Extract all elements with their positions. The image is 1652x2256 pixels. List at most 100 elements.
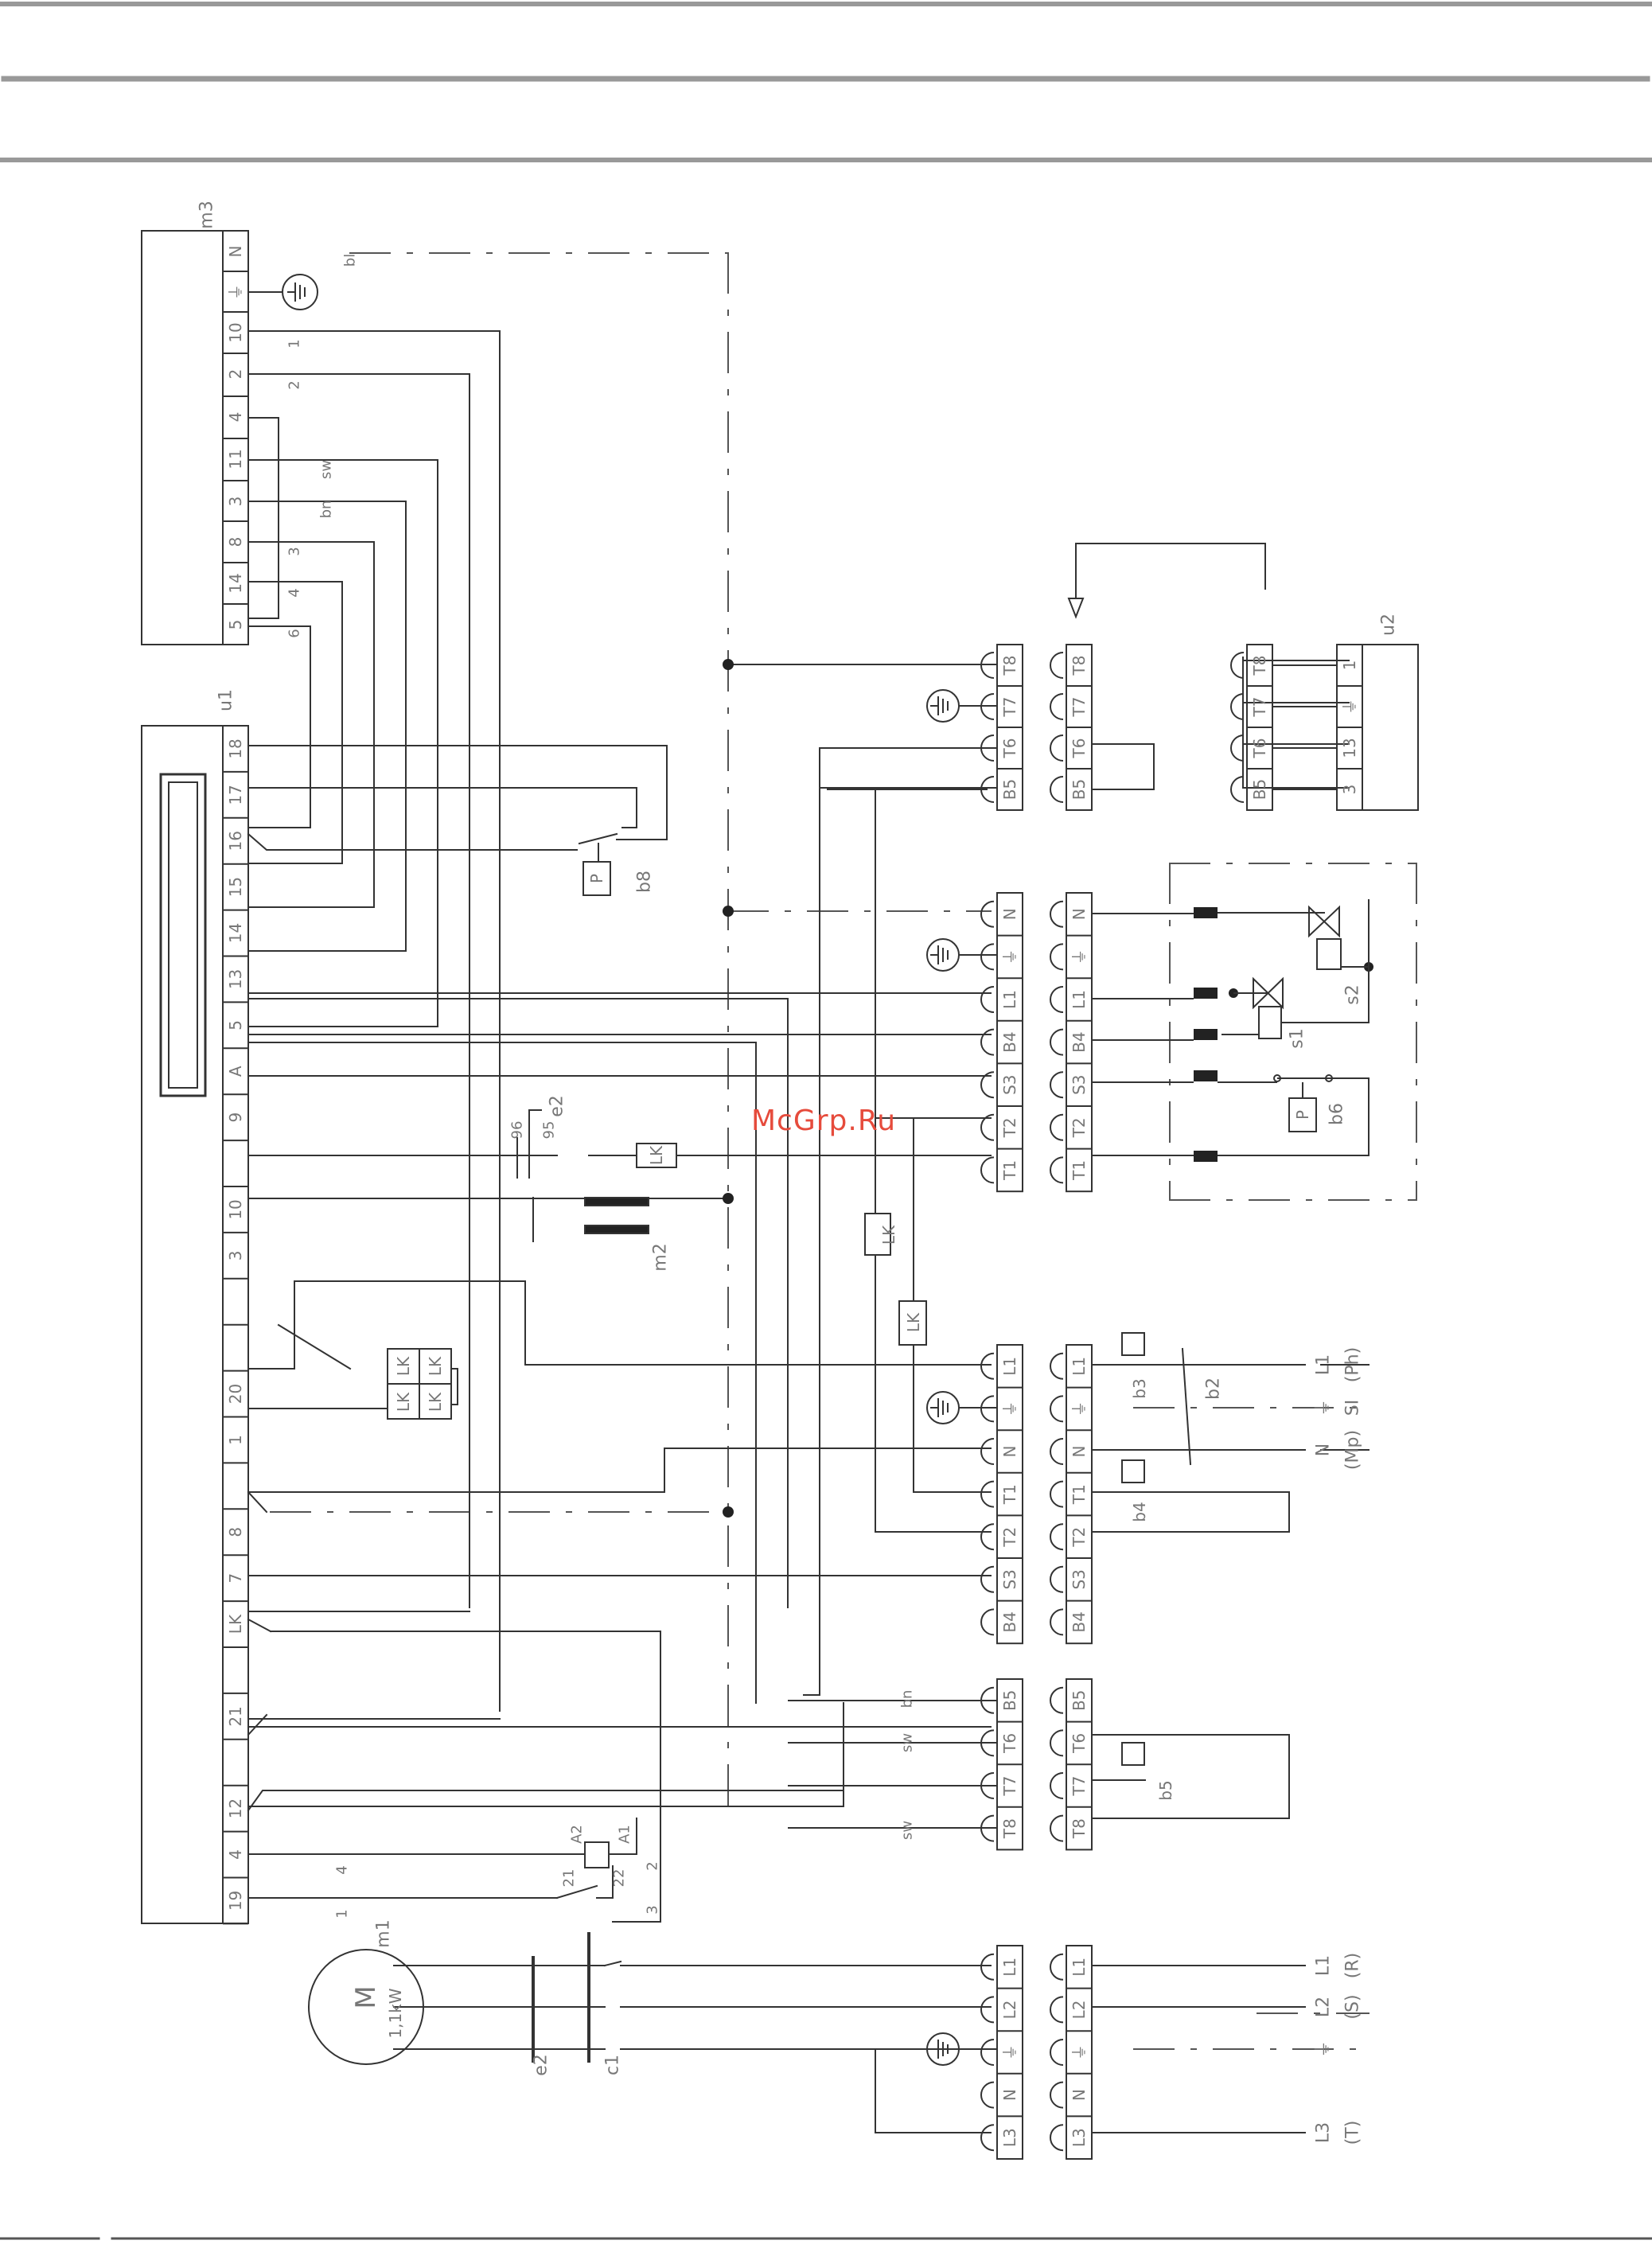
mains-connector-left-terminal-label: T2 <box>1000 1527 1019 1548</box>
earth-symbol-icon <box>282 274 318 310</box>
top-connector-right-terminal-label: B5 <box>1070 779 1089 800</box>
u1-terminal-label: 8 <box>226 1527 245 1537</box>
b5-connector-left-terminal-label: B5 <box>1000 1690 1019 1711</box>
power-connector-right-socket-icon <box>1050 1996 1064 2024</box>
power-connector-left-terminal-label: ⏚ <box>1000 2044 1019 2060</box>
b5-connector-right-socket-icon <box>1050 1772 1064 1799</box>
earth-symbol-icon <box>926 938 960 972</box>
b5-connector-right-socket-icon <box>1050 1729 1064 1757</box>
power-connector-right-socket-icon <box>1050 2081 1064 2109</box>
b8-pressure-label: P <box>587 874 606 883</box>
power-connector-right-terminal-label: L3 <box>1070 2128 1089 2147</box>
valve-connector-left-terminal-label: L1 <box>1000 990 1019 1009</box>
m3-terminal-label: N <box>226 246 245 258</box>
valve-connector-right-terminal-label: ⏚ <box>1070 949 1089 964</box>
m3-wire-label: 3 <box>286 547 303 555</box>
u2-terminal-label: ⏚ <box>1340 699 1359 715</box>
lk-relay-label: LK <box>426 1356 445 1376</box>
b5-connector-right-terminal-label: T6 <box>1070 1733 1089 1754</box>
power-connector-right-terminal-label: L2 <box>1070 2000 1089 2019</box>
u2-connector-left-socket-icon <box>1230 734 1245 762</box>
m3-terminal-label: 14 <box>226 573 245 593</box>
valve-connector-right-socket-icon <box>1050 1028 1064 1056</box>
mains-connector-left-socket-icon <box>980 1480 995 1508</box>
mains-connector-right-terminal-label: L1 <box>1070 1357 1089 1376</box>
u1-terminal-label: 20 <box>226 1384 245 1404</box>
t6-wire <box>819 747 997 1695</box>
mains-connector-right-terminal-label: T1 <box>1070 1484 1089 1505</box>
switch-box-icon <box>1121 1459 1145 1483</box>
valve-connector-left-socket-icon <box>980 943 995 971</box>
top-connector-right-terminal-label: T6 <box>1070 738 1089 759</box>
valve-connector-right-socket-icon <box>1050 900 1064 928</box>
b5-connector-right-socket-icon <box>1050 1686 1064 1714</box>
mains-connector-left-socket-icon <box>980 1565 995 1593</box>
b5-connector-left-terminal-label: T7 <box>1000 1776 1019 1797</box>
three-phase-supply-label: L3 <box>1314 2122 1334 2143</box>
b5-wire-label: bn <box>899 1690 916 1709</box>
power-connector-right-socket-icon <box>1050 2039 1064 2066</box>
u2-block-right <box>1362 644 1419 811</box>
u2-connector-left-socket-icon <box>1230 693 1245 720</box>
m3-wire-label: sw <box>318 460 335 479</box>
m3-terminal-label: 4 <box>226 412 245 423</box>
e2-label: e2 <box>532 2054 551 2076</box>
power-connector-right-terminal-label: N <box>1070 2089 1089 2101</box>
b5-wire-label: sw <box>899 1821 916 1840</box>
u2-terminal-label: 1 <box>1340 660 1359 671</box>
top-connector-left-terminal-label: T7 <box>1000 697 1019 718</box>
single-phase-supply-note: SI <box>1343 1400 1363 1416</box>
u1-terminal-label: 3 <box>226 1250 245 1260</box>
single-phase-supply-note: (Mp) <box>1343 1430 1363 1470</box>
power-connector-right-socket-icon <box>1050 1953 1064 1981</box>
u1-terminal-label: 18 <box>226 738 245 758</box>
b5-label: b5 <box>1156 1780 1175 1800</box>
b3-label: b3 <box>1130 1378 1149 1398</box>
valve-connector-right-socket-icon <box>1050 1071 1064 1099</box>
m1-label: m1 <box>374 1919 394 1947</box>
top-connector-right-socket-icon <box>1050 734 1064 762</box>
b6-return-wire <box>1218 1077 1370 1156</box>
u2-connector-left-socket-icon <box>1230 776 1245 803</box>
m2-label: m2 <box>651 1243 671 1271</box>
mains-connector-right-socket-icon <box>1050 1352 1064 1380</box>
b8-label: b8 <box>635 871 655 893</box>
valve-connector-left-terminal-label: B4 <box>1000 1031 1019 1052</box>
power-connector-left-socket-icon <box>980 1996 995 2024</box>
valve-connector-right-socket-icon <box>1050 1113 1064 1141</box>
m3-label: m3 <box>197 201 217 228</box>
b5-connector-right-terminal-label: T8 <box>1070 1818 1089 1839</box>
valve-connector-right-terminal-label: S3 <box>1070 1074 1089 1094</box>
u1-terminal-label: 12 <box>226 1798 245 1818</box>
u1-terminal-label: 7 <box>226 1573 245 1584</box>
top-connector-right-socket-icon <box>1050 652 1064 679</box>
m3-terminal-label: 10 <box>226 322 245 342</box>
contactor-terminal-label: A1 <box>617 1825 633 1844</box>
mains-connector-left-terminal-label: T1 <box>1000 1484 1019 1505</box>
valve-connector-right-socket-icon <box>1050 1156 1064 1184</box>
valve-connector-left-socket-icon <box>980 986 995 1013</box>
b5-connector-right-terminal-label: T7 <box>1070 1776 1089 1797</box>
top-connector-right-terminal-label: T8 <box>1070 656 1089 676</box>
mains-connector-left-terminal-label: ⏚ <box>1000 1401 1019 1416</box>
u2-connector-left-terminal-label: T8 <box>1250 656 1269 676</box>
single-phase-supply-label: N <box>1314 1444 1334 1456</box>
b5-connector-left-terminal-label: T6 <box>1000 1733 1019 1754</box>
m3-terminal-label: ⏚ <box>226 284 245 300</box>
b2-label: b2 <box>1204 1377 1224 1400</box>
u2-terminal-label: 3 <box>1340 785 1359 795</box>
three-phase-supply-note: (T) <box>1343 2121 1363 2145</box>
valve-connector-right-terminal-label: B4 <box>1070 1031 1089 1052</box>
u1-terminal-label: 17 <box>226 785 245 805</box>
mains-connector-right-socket-icon <box>1050 1395 1064 1423</box>
mains-connector-left-socket-icon <box>980 1523 995 1551</box>
valve-connector-left-terminal-label: S3 <box>1000 1074 1019 1094</box>
valve-connector-right-terminal-label: T1 <box>1070 1160 1089 1181</box>
contactor-terminal-label: A2 <box>569 1825 586 1844</box>
power-connector-left-frame <box>996 1945 1023 2160</box>
three-phase-supply-label: ⏚ <box>1314 2040 1334 2058</box>
power-connector-left-terminal-label: N <box>1000 2089 1019 2101</box>
single-phase-supply-label: L1 <box>1314 1354 1334 1375</box>
top-connector-left-socket-icon <box>980 776 995 803</box>
